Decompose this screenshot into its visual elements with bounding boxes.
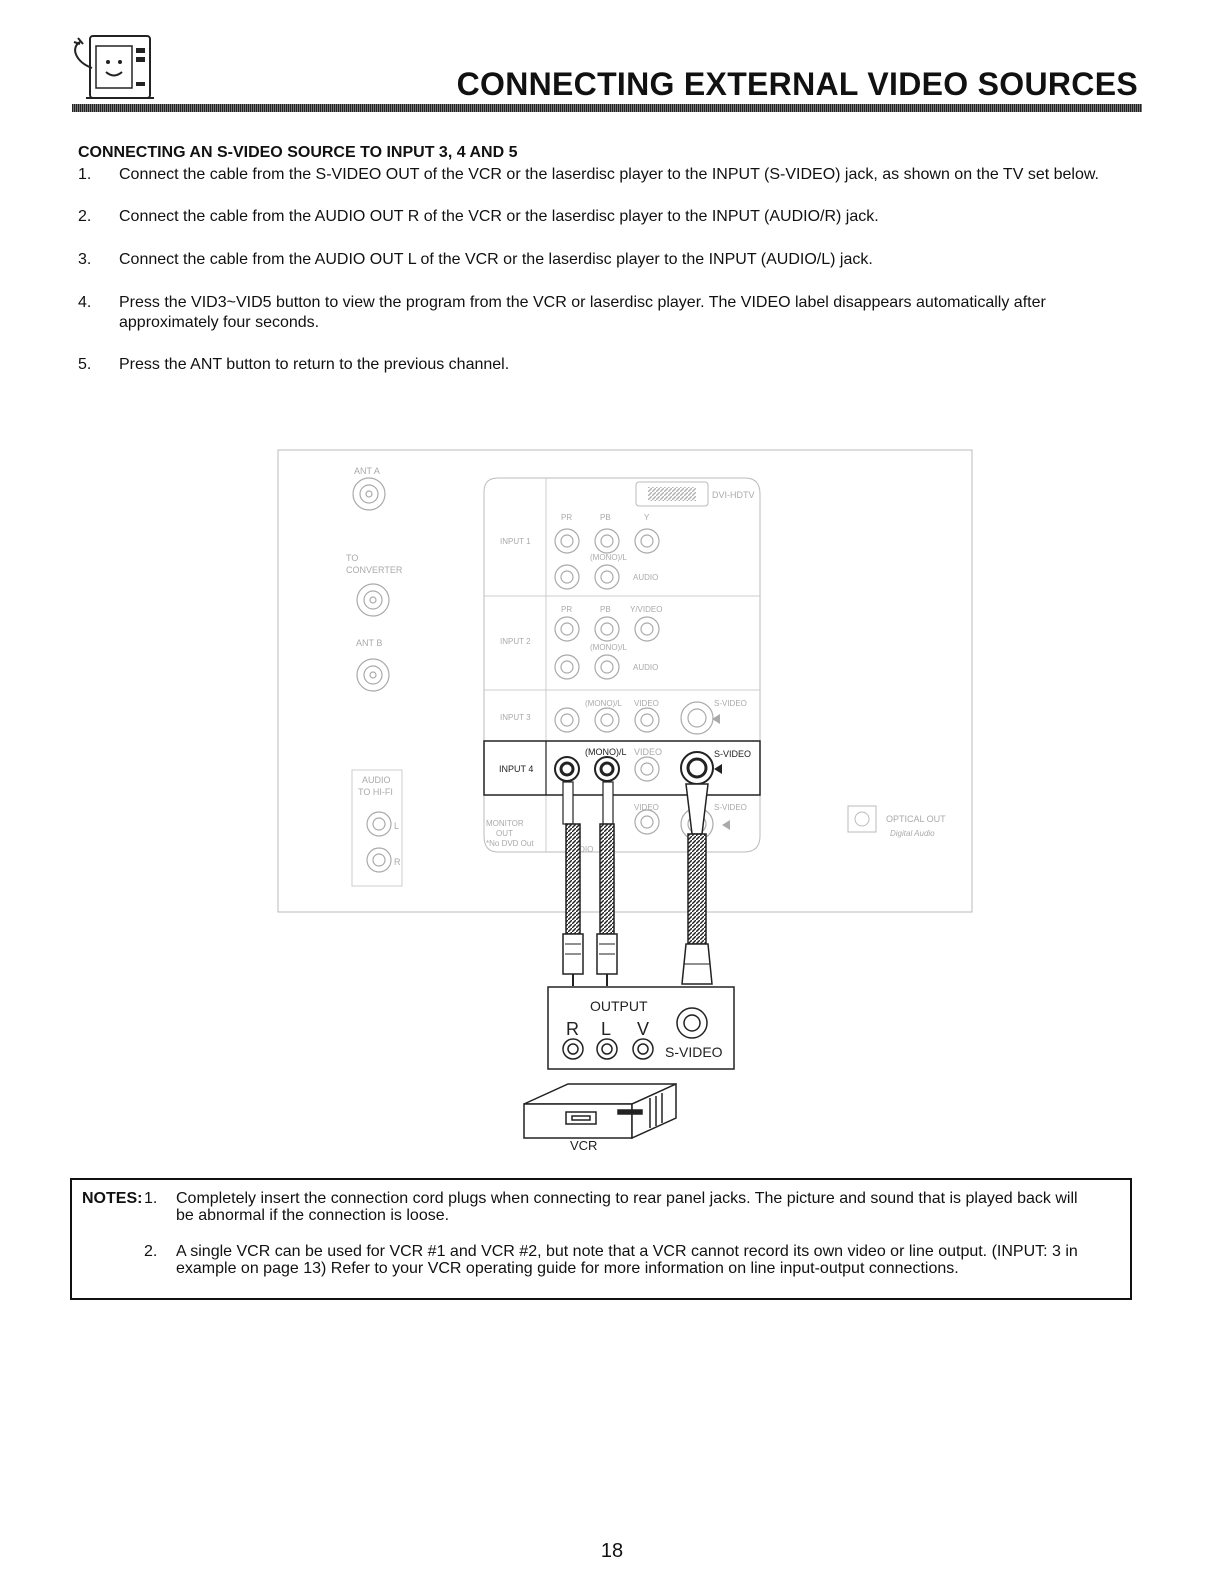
s-video-label-5: S-VIDEO (714, 803, 747, 812)
pb-label-2: PB (600, 605, 611, 614)
vcr-icon (523, 1082, 677, 1140)
audio-cable-r (562, 781, 584, 986)
output-s-video-label: S-VIDEO (665, 1044, 723, 1060)
mono-l-label: (MONO)/L (590, 553, 627, 562)
step-text: Connect the cable from the S-VIDEO OUT o… (119, 166, 1099, 183)
y-label: Y (644, 513, 650, 522)
input1-jacks (554, 528, 660, 590)
mono-l-label-2: (MONO)/L (590, 643, 627, 652)
step-item: 3. Connect the cable from the AUDIO OUT … (78, 251, 873, 268)
page-number: 18 (600, 1540, 624, 1562)
input2-label: INPUT 2 (500, 637, 531, 646)
step-item: 5. Press the ANT button to return to the… (78, 356, 510, 373)
title-rule (72, 104, 1142, 112)
input4-label: INPUT 4 (499, 764, 533, 774)
pr-label: PR (561, 513, 572, 522)
output-v-label: V (637, 1019, 649, 1039)
s-video-cable (681, 783, 713, 985)
video-label: VIDEO (634, 699, 659, 708)
connection-diagram: ANT A TO CONVERTER ANT B AUDIO TO HI-FI … (270, 440, 980, 1160)
step-item: 1. Connect the cable from the S-VIDEO OU… (78, 166, 1099, 183)
ant-a-label: ANT A (354, 466, 380, 476)
monitor-out-label-3: *No DVD Out (486, 839, 534, 848)
pb-label: PB (600, 513, 611, 522)
step-item: 2. Connect the cable from the AUDIO OUT … (78, 208, 879, 225)
input2-jacks (554, 616, 660, 680)
mono-l-label-4: (MONO)/L (585, 747, 627, 757)
audio-to-hifi-label: AUDIO (362, 775, 391, 785)
step-text: Press the ANT button to return to the pr… (119, 356, 510, 373)
mono-l-label-3: (MONO)/L (585, 699, 622, 708)
input3-label: INPUT 3 (500, 713, 531, 722)
audio-label-2: AUDIO (633, 663, 658, 672)
antenna-jacks (352, 477, 390, 692)
to-converter-label: TO (346, 553, 358, 563)
output-label: OUTPUT (590, 998, 648, 1014)
y-video-label: Y/VIDEO (630, 605, 662, 614)
s-video-label: S-VIDEO (714, 699, 747, 708)
step-text: Connect the cable from the AUDIO OUT L o… (119, 251, 873, 268)
monitor-out-label: MONITOR (486, 819, 524, 828)
video-label-4: VIDEO (634, 747, 662, 757)
tv-mascot-icon (66, 32, 156, 106)
input4-jacks (554, 751, 714, 785)
optical-out-label: OPTICAL OUT (886, 814, 946, 824)
output-r-label: R (566, 1019, 579, 1039)
ant-b-label: ANT B (356, 638, 382, 648)
audio-r-label: R (394, 857, 401, 867)
step-item: 4. Press the VID3~VID5 button to view th… (78, 294, 1046, 331)
digital-audio-label: Digital Audio (890, 829, 935, 838)
audio-cable-l (596, 781, 618, 986)
to-converter-label-2: CONVERTER (346, 565, 403, 575)
steps-list: 1. Connect the cable from the S-VIDEO OU… (78, 165, 1148, 375)
audio-l-label: L (394, 821, 399, 831)
step-text: Press the VID3~VID5 button to view the p… (119, 294, 1046, 331)
note-item: 2. A single VCR can be used for VCR #1 a… (144, 1243, 1078, 1277)
note-text: A single VCR can be used for VCR #1 and … (176, 1243, 1078, 1277)
note-text: Completely insert the connection cord pl… (176, 1190, 1078, 1224)
section-heading: CONNECTING AN S-VIDEO SOURCE TO INPUT 3,… (78, 144, 518, 161)
page-title: CONNECTING EXTERNAL VIDEO SOURCES (456, 66, 1138, 102)
output-jacks (562, 1007, 708, 1060)
audio-to-hifi-label-2: TO HI-FI (358, 787, 393, 797)
audio-label: AUDIO (633, 573, 658, 582)
video-label-5: VIDEO (634, 803, 659, 812)
dvi-hdtv-label: DVI-HDTV (712, 490, 755, 500)
input3-jacks (554, 701, 714, 735)
monitor-out-label-2: OUT (496, 829, 513, 838)
step-text: Connect the cable from the AUDIO OUT R o… (119, 208, 879, 225)
s-video-label-4: S-VIDEO (714, 749, 751, 759)
vcr-label: VCR (570, 1138, 597, 1153)
input1-label: INPUT 1 (500, 537, 531, 546)
notes-box: NOTES: 1. Completely insert the connecti… (70, 1178, 1132, 1300)
output-l-label: L (601, 1019, 611, 1039)
notes-label: NOTES: (82, 1190, 143, 1207)
note-item: 1. Completely insert the connection cord… (144, 1190, 1078, 1224)
hifi-jacks (366, 811, 392, 873)
pr-label-2: PR (561, 605, 572, 614)
monitor-out-jacks (634, 807, 714, 841)
